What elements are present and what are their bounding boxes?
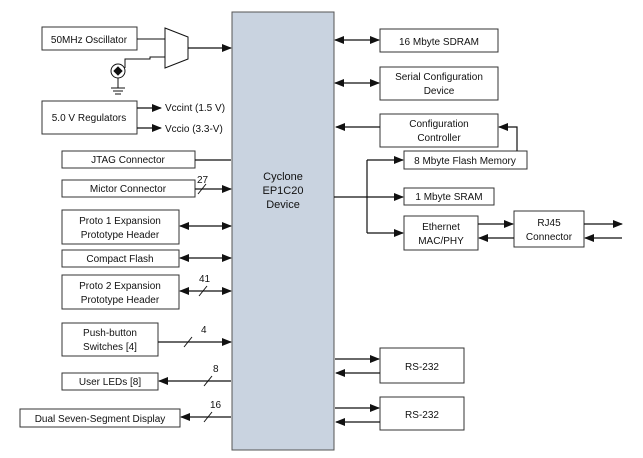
ethernet-label-line2: MAC/PHY	[418, 236, 464, 247]
flash-label: 8 Mbyte Flash Memory	[414, 156, 516, 167]
vccio-label: Vccio (3.3-V)	[165, 124, 223, 135]
serial-config-label-line2: Device	[424, 86, 455, 97]
mictor-bus-slash	[197, 183, 207, 195]
proto2-bus-slash	[198, 285, 208, 297]
oscillator-label: 50MHz Oscillator	[51, 35, 128, 46]
seven-seg-label: Dual Seven-Segment Display	[35, 414, 166, 425]
serial-config-block	[379, 66, 499, 101]
sdram-block	[379, 28, 499, 53]
sdram-label: 16 Mbyte SDRAM	[399, 37, 479, 48]
rj45-block	[513, 210, 585, 248]
external-clock-source-icon	[110, 63, 126, 95]
clock-mux-icon	[124, 27, 189, 69]
flash-to-controller-link	[498, 123, 518, 151]
mictor-bus-width: 27	[197, 175, 209, 186]
pushbutton-label-line1: Push-button	[83, 328, 137, 339]
mictor-label: Mictor Connector	[90, 184, 167, 195]
rs232-a-block	[379, 347, 465, 384]
jtag-label: JTAG Connector	[91, 155, 165, 166]
cyclone-device-block	[231, 11, 335, 451]
sram-block	[403, 187, 495, 206]
rj45-label-line1: RJ45	[537, 218, 561, 229]
rj45-label-line2: Connector	[526, 232, 573, 243]
pushbutton-bus-width: 4	[201, 325, 207, 336]
proto2-label-line2: Prototype Header	[81, 295, 160, 306]
vccint-label: Vccint (1.5 V)	[165, 103, 225, 114]
proto2-bus-width: 41	[199, 274, 211, 285]
regulators-block	[41, 100, 138, 135]
seven-seg-bus-slash	[203, 411, 213, 423]
rs232-a-label: RS-232	[405, 362, 439, 373]
device-label-line2: EP1C20	[263, 185, 304, 197]
pushbutton-bus-slash	[183, 336, 193, 348]
leds-bus-width: 8	[213, 364, 219, 375]
device-label-line1: Cyclone	[263, 171, 303, 183]
rs232-b-label: RS-232	[405, 410, 439, 421]
leds-label: User LEDs [8]	[79, 377, 141, 388]
seven-seg-bus-width: 16	[210, 400, 222, 411]
proto1-label-line2: Prototype Header	[81, 230, 160, 241]
config-controller-label-line2: Controller	[417, 133, 461, 144]
leds-bus-slash	[203, 375, 213, 387]
flash-block	[403, 150, 528, 170]
ethernet-label-line1: Ethernet	[422, 222, 460, 233]
proto1-label-line1: Proto 1 Expansion	[79, 216, 161, 227]
proto2-label-line1: Proto 2 Expansion	[79, 281, 161, 292]
compact-flash-label: Compact Flash	[86, 254, 153, 265]
config-controller-label-line1: Configuration	[409, 119, 468, 130]
ethernet-block	[403, 215, 479, 251]
sram-label: 1 Mbyte SRAM	[415, 192, 482, 203]
rs232-b-block	[379, 396, 465, 431]
regulators-label: 5.0 V Regulators	[52, 113, 127, 124]
pushbutton-block	[61, 322, 159, 357]
pushbutton-label-line2: Switches [4]	[83, 342, 137, 353]
device-label-line3: Device	[266, 199, 300, 211]
serial-config-label-line1: Serial Configuration	[395, 72, 483, 83]
